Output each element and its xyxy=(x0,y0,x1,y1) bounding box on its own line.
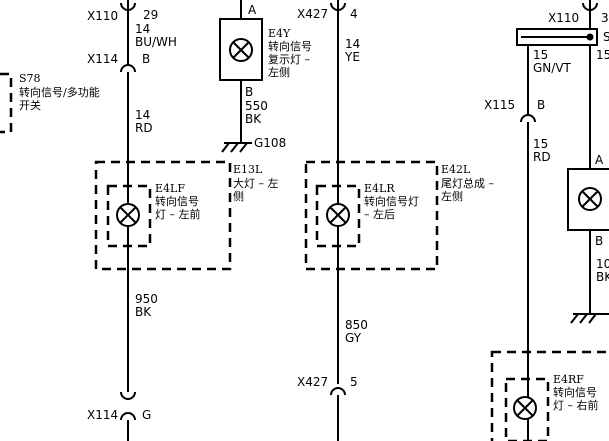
connector-x110-left-symbol xyxy=(120,2,136,11)
connector-x114-g-top-symbol xyxy=(120,391,136,400)
splice-label: S xyxy=(603,30,609,44)
lamp-e4lf-box xyxy=(106,184,152,248)
right-ground-icon xyxy=(570,313,609,324)
connector-x110-label: X110 xyxy=(87,9,118,23)
wire-color-mid-top: YE xyxy=(344,50,360,64)
connector-x427-bottom-symbol xyxy=(330,387,346,396)
wire-gauge-top-left: 14 xyxy=(135,22,150,36)
wire-gauge-mid-2: 850 xyxy=(345,318,368,332)
connector-x427-pin-4: 4 xyxy=(350,7,358,21)
lamp-e4rf-icon xyxy=(513,396,537,420)
connector-x114-g-bottom-symbol xyxy=(120,412,136,421)
repeater-pin-b: B xyxy=(245,85,253,99)
repeater-lamp-id: E4Y xyxy=(268,27,291,40)
connector-x110-right-label: X110 xyxy=(548,11,579,25)
connector-x110-right-pin: 3 xyxy=(601,11,609,25)
wire-gauge-right-2: 15 xyxy=(533,137,548,151)
wire-color-right-2: RD xyxy=(533,150,551,164)
connector-x427-top-symbol xyxy=(330,2,346,11)
connector-x427-label: X427 xyxy=(297,7,328,21)
lamp-e4lf-icon xyxy=(116,203,140,227)
headlamp-housing-e13l xyxy=(94,160,232,271)
wire-color-repeater: BK xyxy=(245,112,262,126)
housing-e42l-name-1: 尾灯总成 – xyxy=(441,176,494,190)
left-rear-turn-signal-circuit: X427 4 14 YE E42L 尾灯总成 – 左侧 E4LR 转向信号灯 –… xyxy=(297,0,494,441)
lamp-e4rf-name-1: 转向信号 xyxy=(553,385,597,399)
repeater-lamp-name-2: 复示灯 – xyxy=(268,52,310,66)
housing-e13l-name-1: 大灯 – 左 xyxy=(233,176,279,190)
repeater-lamp-name-3: 左侧 xyxy=(268,66,290,79)
connector-x114-bottom-label: X114 xyxy=(87,408,118,422)
connector-x110-pin: 29 xyxy=(143,8,158,22)
lamp-e4lf-name-1: 转向信号 xyxy=(155,194,199,208)
ground-g108-icon xyxy=(221,142,252,153)
wire-color-top-left: BU/WH xyxy=(135,35,177,49)
repeater-lamp-icon xyxy=(229,38,253,62)
lamp-e4lr-icon xyxy=(326,203,350,227)
repeater-pin-a: A xyxy=(248,3,257,17)
lamp-e4lr-name-1: 转向信号灯 xyxy=(364,194,419,208)
housing-e13l-id: E13L xyxy=(233,163,263,176)
ground-g108-label: G108 xyxy=(254,136,286,150)
wire-gauge-right-1: 15 xyxy=(533,48,548,62)
right-lamp-box xyxy=(567,168,609,231)
wire-color-right-1: GN/VT xyxy=(533,61,572,75)
right-front-turn-signal-circuit: X110 3 S 15 GN/VT 15 X115 B 15 RD A B 10… xyxy=(484,0,609,441)
connector-x115-symbol xyxy=(520,114,536,123)
connector-x427-pin-5: 5 xyxy=(350,375,358,389)
lamp-e4rf-box xyxy=(504,377,550,441)
switch-s78-name-2: 开关 xyxy=(19,98,41,112)
connector-x115-label: X115 xyxy=(484,98,515,112)
lamp-e4rf-name-2: 灯 – 右前 xyxy=(553,398,599,412)
wire-gauge-right-1b: 15 xyxy=(596,48,609,62)
right-lamp-icon xyxy=(578,187,602,211)
connector-x114-label: X114 xyxy=(87,52,118,66)
wire-gauge-left-3: 950 xyxy=(135,292,158,306)
lamp-e4lr-id: E4LR xyxy=(364,182,395,195)
switch-s78-outline xyxy=(0,72,13,134)
wire-color-left-2: RD xyxy=(135,121,153,135)
housing-e42l-id: E42L xyxy=(441,163,471,176)
lamp-e4lr-name-2: – 左后 xyxy=(364,208,395,221)
connector-x114-pin-g: G xyxy=(142,408,151,422)
lamp-e4lf-id: E4LF xyxy=(155,182,185,195)
wire-color-right-lamp: BK xyxy=(596,270,609,284)
turn-signal-switch-s78: S78 转向信号/多功能 开关 xyxy=(0,72,100,134)
left-front-turn-signal-circuit: X110 29 14 BU/WH X114 B 14 RD E13L 大灯 – … xyxy=(87,0,279,441)
housing-e42l-name-2: 左侧 xyxy=(441,190,463,203)
switch-s78-name-1: 转向信号/多功能 xyxy=(19,85,100,99)
repeater-lamp-name-1: 转向信号 xyxy=(268,39,312,53)
lamp-e4lr-box xyxy=(315,184,361,248)
wire-gauge-left-2: 14 xyxy=(135,108,150,122)
connector-x114-b-symbol xyxy=(120,64,136,73)
right-lamp-pin-b: B xyxy=(595,234,603,248)
taillamp-housing-e42l xyxy=(304,160,439,271)
wire-gauge-right-lamp: 105 xyxy=(596,257,609,271)
wire-color-mid-2: GY xyxy=(345,331,362,345)
connector-x115-pin-b: B xyxy=(537,98,545,112)
connector-x427-bottom-label: X427 xyxy=(297,375,328,389)
wire-gauge-repeater: 550 xyxy=(245,99,268,113)
housing-e13l-name-2: 侧 xyxy=(233,190,244,203)
splice-node xyxy=(586,33,594,41)
side-repeater-circuit: A E4Y 转向信号 复示灯 – 左侧 B 550 BK G108 xyxy=(219,0,312,153)
switch-s78-id: S78 xyxy=(19,72,41,85)
wire-gauge-mid-top: 14 xyxy=(345,37,360,51)
right-lamp-pin-a: A xyxy=(595,153,604,167)
lamp-e4lf-name-2: 灯 – 左前 xyxy=(155,207,201,221)
wire-color-left-3: BK xyxy=(135,305,152,319)
lamp-e4rf-id: E4RF xyxy=(553,373,584,386)
connector-x110-right-symbol xyxy=(582,2,598,11)
connector-x114-pin-b: B xyxy=(142,52,150,66)
